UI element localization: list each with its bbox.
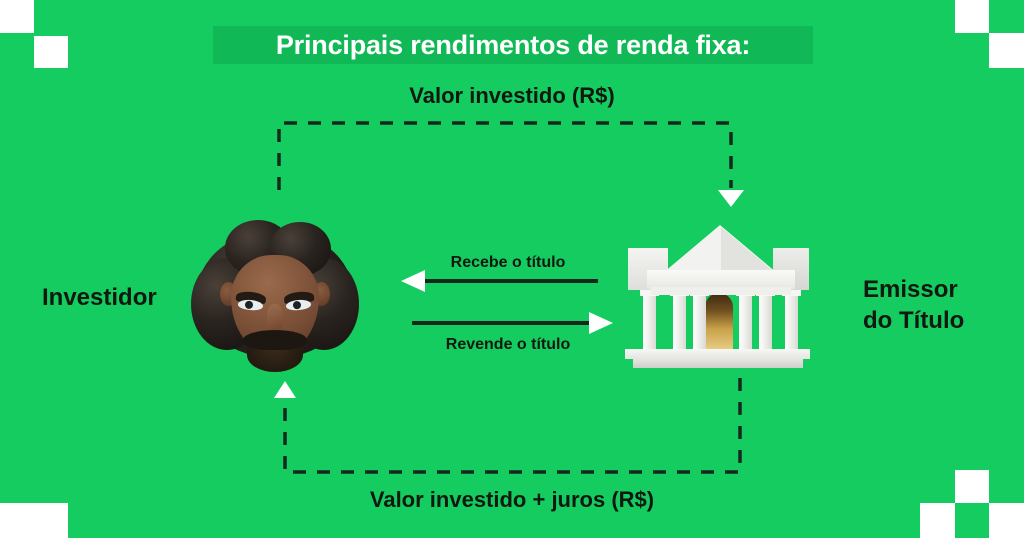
flow-arrowhead-resells-right [589, 312, 613, 334]
actor-label-issuer-line1: Emissor [863, 276, 958, 303]
corner-square-top-left-inner [34, 36, 68, 68]
flow-arrowhead-receives-left [401, 270, 425, 292]
avatar-mustache [243, 330, 307, 350]
corner-square-top-left-outer [0, 0, 34, 33]
bank-architrave [651, 287, 791, 295]
bank-column [670, 290, 689, 356]
page-title: Principais rendimentos de renda fixa: [275, 30, 751, 60]
corner-square-top-right-inner [955, 0, 989, 33]
corner-square-bottom-right-top [955, 470, 989, 503]
corner-square-bottom-right-right [989, 503, 1024, 538]
investor-avatar-icon [191, 220, 359, 375]
actor-label-issuer-line2: do Título [863, 307, 965, 334]
actor-label-issuer: Emissor do Título [863, 274, 964, 336]
bank-column [736, 290, 755, 356]
bank-building-icon [625, 225, 810, 375]
bank-doorway [705, 293, 733, 351]
bank-steps [625, 349, 810, 359]
bank-column [690, 290, 709, 356]
flow-label-resells: Revende o título [445, 336, 571, 353]
avatar-nose [267, 304, 283, 334]
title-highlight-band [213, 26, 813, 64]
corner-square-bottom-right-left [920, 503, 955, 538]
bank-column [640, 290, 659, 356]
flow-line-bottom-dashed [283, 378, 742, 474]
flow-arrowhead-top-down [718, 190, 744, 207]
flow-label-top: Valor investido (R$) [409, 83, 615, 108]
flow-line-top-dashed [277, 121, 733, 190]
flow-label-bottom: Valor investido + juros (R$) [369, 487, 655, 512]
bank-column [756, 290, 775, 356]
bank-base-slab [633, 357, 803, 368]
actor-label-investor: Investidor [42, 284, 157, 311]
corner-square-top-right-outer [989, 33, 1024, 68]
bank-entablature [647, 270, 795, 289]
corner-rectangle-bottom-left [0, 503, 68, 538]
flow-label-receives: Recebe o título [450, 254, 566, 271]
flow-arrowhead-bottom-up [274, 381, 296, 398]
bank-column [782, 290, 801, 356]
bank-pediment-shadow [721, 227, 773, 271]
